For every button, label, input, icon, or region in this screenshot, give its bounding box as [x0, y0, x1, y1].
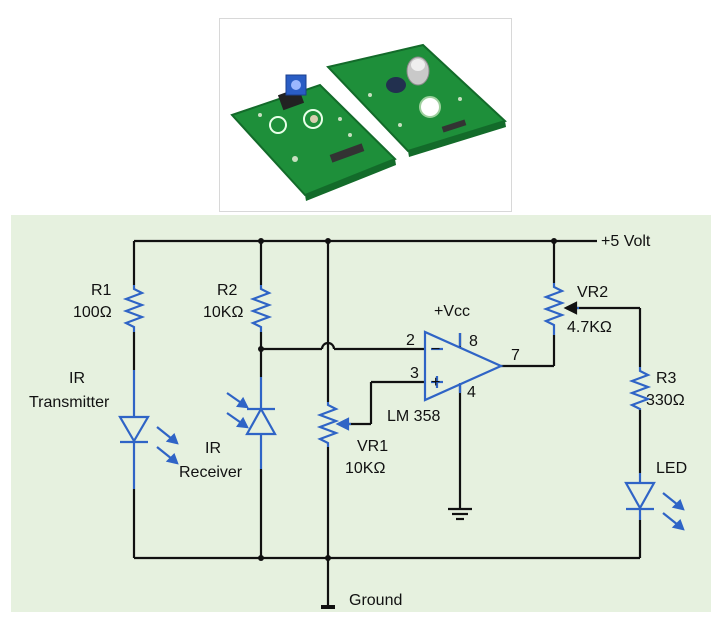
- opamp-minus-label: −: [431, 341, 440, 358]
- ir-transmitter-label-1: IR: [69, 370, 85, 387]
- ir-receiver-label-2: Receiver: [179, 464, 243, 481]
- pin7-label: 7: [511, 347, 520, 364]
- r2-resistor-icon: [249, 285, 273, 332]
- opamp-vcc-label: +Vcc: [434, 303, 470, 320]
- ground-label: Ground: [349, 592, 402, 609]
- vr1-value-label: 10KΩ: [345, 460, 385, 477]
- led-label: LED: [656, 460, 687, 477]
- pin8-label: 8: [469, 333, 478, 350]
- supply-label: +5 Volt: [601, 233, 651, 250]
- vr2-value-label: 4.7KΩ: [567, 319, 612, 336]
- led-icon: [624, 473, 685, 531]
- vr1-name-label: VR1: [357, 438, 388, 455]
- pin3-label: 3: [410, 365, 419, 382]
- schematic-background: [11, 215, 711, 612]
- r3-name-label: R3: [656, 370, 677, 387]
- pcb-board-photo-icon: [230, 43, 507, 201]
- junction-dots: [258, 238, 557, 561]
- r3-resistor-icon: [628, 367, 652, 410]
- r3-value-label: 330Ω: [646, 392, 685, 409]
- schematic-panel: +5 Volt Ground R1 100Ω R2 10KΩ IR Transm…: [11, 215, 711, 612]
- wiring: [132, 239, 642, 609]
- r1-name-label: R1: [91, 282, 112, 299]
- pin4-label: 4: [467, 384, 476, 401]
- vr1-potentiometer-icon: [316, 402, 351, 447]
- pcb-photo: [219, 18, 512, 212]
- opamp-plus-label: +: [431, 374, 440, 391]
- pcb-board-left: [230, 74, 397, 201]
- op-amp-icon: [423, 330, 504, 402]
- circuit-schematic: +5 Volt Ground R1 100Ω R2 10KΩ IR Transm…: [11, 215, 711, 612]
- r1-value-label: 100Ω: [73, 304, 112, 321]
- ir-receiver-label-1: IR: [205, 440, 221, 457]
- r2-value-label: 10KΩ: [203, 304, 243, 321]
- ir-transmitter-label-2: Transmitter: [29, 394, 110, 411]
- r2-name-label: R2: [217, 282, 238, 299]
- photodiode-icon: [226, 377, 277, 469]
- vr2-name-label: VR2: [577, 284, 608, 301]
- opamp-model-label: LM 358: [387, 408, 440, 425]
- components: [118, 283, 685, 531]
- pin2-label: 2: [406, 332, 415, 349]
- ir-led-icon: [118, 370, 179, 489]
- vr2-potentiometer-icon: [542, 283, 579, 335]
- pcb-board-right: [326, 43, 507, 157]
- r1-resistor-icon: [122, 285, 146, 332]
